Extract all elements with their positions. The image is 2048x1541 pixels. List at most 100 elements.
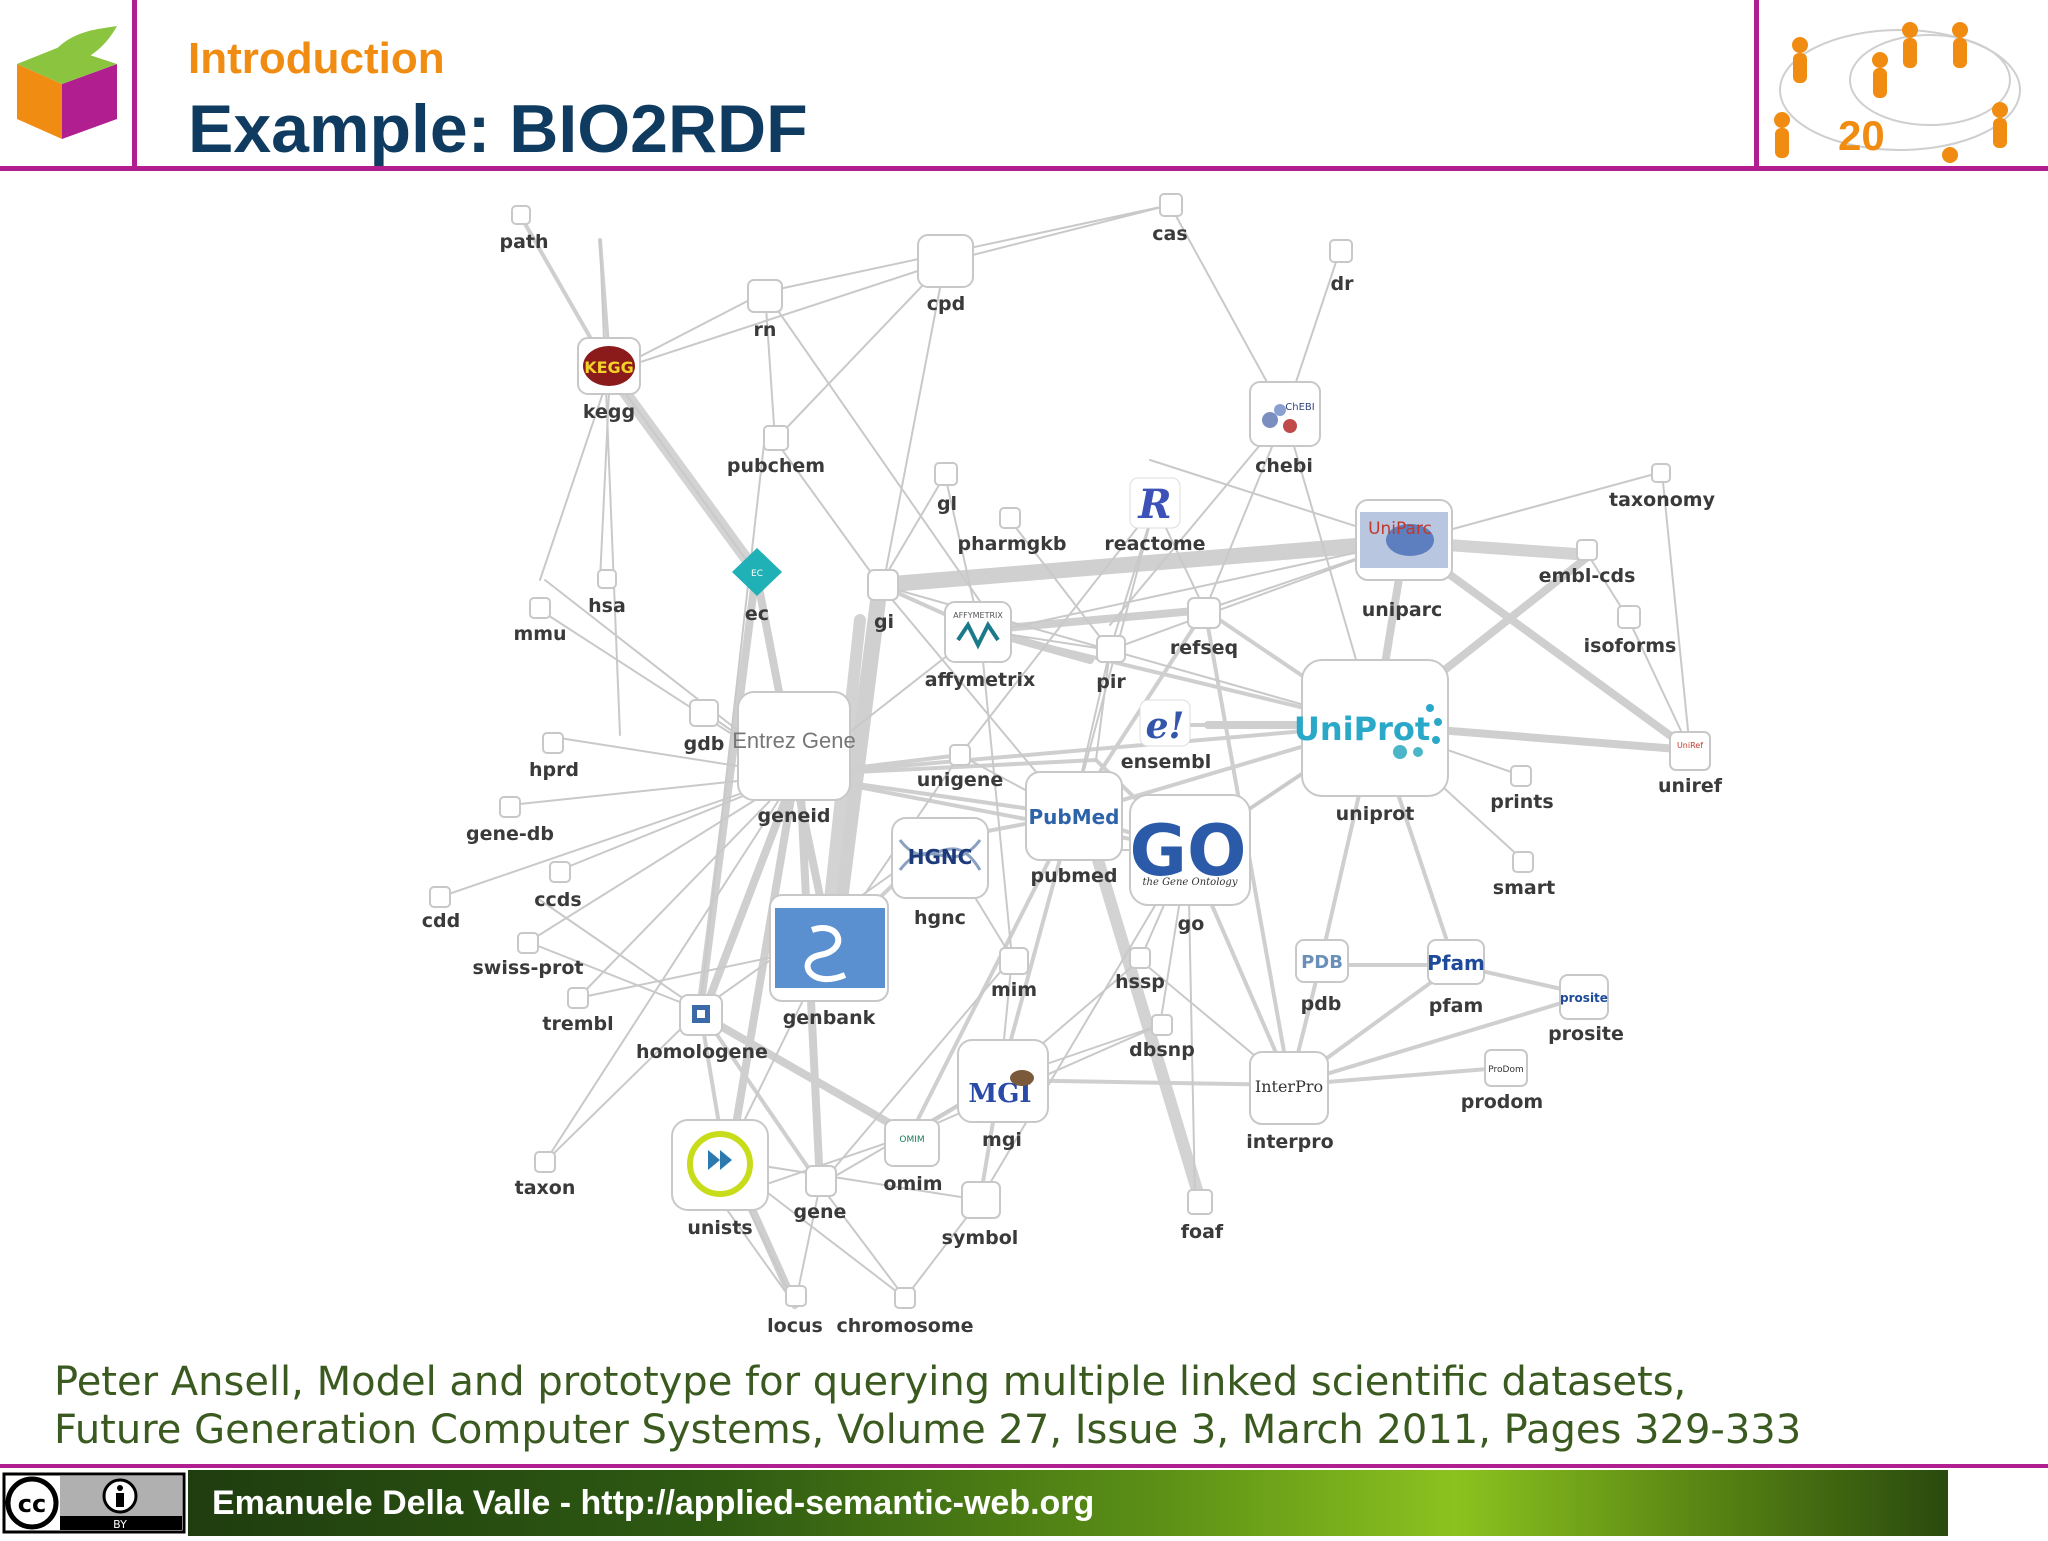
label-prints: prints <box>1490 791 1553 813</box>
prodom-icon: ProDom <box>1484 1049 1528 1087</box>
uniprot-icon: UniProt <box>1294 659 1449 797</box>
node-locus <box>785 1285 807 1307</box>
label-chebi: chebi <box>1255 455 1313 477</box>
svg-text:BY: BY <box>113 1518 127 1531</box>
node-pubchem <box>763 425 789 451</box>
node-embl-cds <box>1576 539 1598 561</box>
svg-text:R: R <box>1137 481 1171 528</box>
svg-text:OMIM: OMIM <box>899 1135 924 1145</box>
node-chromosome <box>894 1287 916 1309</box>
footer-bar <box>188 1470 1948 1536</box>
footer-text: Emanuele Della Valle - http://applied-se… <box>212 1484 1095 1522</box>
cc-by-badge[interactable]: cc BY <box>0 1470 191 1536</box>
svg-text:UniProt: UniProt <box>1294 710 1430 748</box>
slide-title: Example: BIO2RDF <box>188 91 808 167</box>
graph-labels: path cas dr cpd rn kegg pubchem chebi ta… <box>422 223 1723 1337</box>
node-gene-db <box>499 796 521 818</box>
citation-line-2: Future Generation Computer Systems, Volu… <box>54 1407 1802 1453</box>
label-locus: locus <box>767 1315 823 1337</box>
label-mgi: mgi <box>982 1129 1022 1151</box>
label-prosite: prosite <box>1548 1023 1624 1045</box>
label-gl: gl <box>937 493 957 515</box>
label-ccds: ccds <box>534 889 581 911</box>
node-pir <box>1096 635 1126 663</box>
svg-text:HGNC: HGNC <box>908 845 973 869</box>
node-hsa <box>597 569 617 589</box>
node-gdb <box>689 699 719 727</box>
label-pubmed: pubmed <box>1030 865 1117 887</box>
label-mmu: mmu <box>513 623 566 645</box>
label-smart: smart <box>1493 877 1555 899</box>
node-rn <box>747 279 783 313</box>
pubmed-icon: PubMed <box>1025 771 1123 861</box>
label-hgnc: hgnc <box>914 907 966 929</box>
node-taxon <box>534 1151 556 1173</box>
label-pubchem: pubchem <box>727 455 825 477</box>
label-reactome: reactome <box>1104 533 1205 555</box>
node-taxonomy <box>1651 463 1671 483</box>
svg-text:ProDom: ProDom <box>1488 1065 1523 1075</box>
label-ensembl: ensembl <box>1121 751 1212 773</box>
label-gene: gene <box>794 1201 847 1223</box>
node-symbol <box>961 1181 1001 1219</box>
label-uniprot: uniprot <box>1336 803 1415 825</box>
label-hssp: hssp <box>1115 971 1165 993</box>
label-pdb: pdb <box>1301 993 1342 1015</box>
header-divider-right <box>1754 0 1759 168</box>
svg-text:Pfam: Pfam <box>1427 951 1485 975</box>
svg-text:KEGG: KEGG <box>584 358 634 377</box>
label-dbsnp: dbsnp <box>1129 1039 1195 1061</box>
label-uniref: uniref <box>1658 775 1723 797</box>
citation: Peter Ansell, Model and prototype for qu… <box>54 1358 1801 1454</box>
label-taxon: taxon <box>515 1177 576 1199</box>
node-mim <box>999 947 1029 975</box>
svg-text:EC: EC <box>751 569 763 579</box>
label-affymetrix: affymetrix <box>925 669 1036 691</box>
label-symbol: symbol <box>942 1227 1019 1249</box>
svg-text:Entrez Gene: Entrez Gene <box>732 728 856 753</box>
node-refseq <box>1187 597 1221 629</box>
label-pfam: pfam <box>1429 995 1484 1017</box>
svg-text:prosite: prosite <box>1560 991 1608 1005</box>
node-prints <box>1510 765 1532 787</box>
prosite-icon: prosite <box>1559 974 1609 1020</box>
label-cdd: cdd <box>422 910 460 932</box>
ensembl-icon: e! <box>1139 699 1191 747</box>
node-pharmgkb <box>999 507 1021 529</box>
label-cas: cas <box>1152 223 1187 245</box>
label-embl-cds: embl-cds <box>1539 565 1636 587</box>
footer-rule <box>0 1464 2048 1468</box>
node-isoforms <box>1617 605 1641 629</box>
svg-text:PubMed: PubMed <box>1029 805 1120 829</box>
people-network-icon <box>1774 22 2021 163</box>
bio2rdf-graph: KEGG EC ChEBI R UniParc AFFYMETRIX Entre… <box>422 193 1723 1337</box>
label-interpro: interpro <box>1246 1131 1333 1153</box>
page-number: 20 <box>1838 112 1885 159</box>
label-chromosome: chromosome <box>836 1315 973 1337</box>
label-omim: omim <box>883 1173 942 1195</box>
node-cas <box>1159 193 1183 217</box>
node-ccds <box>549 861 571 883</box>
node-dr <box>1329 239 1353 263</box>
label-unists: unists <box>687 1217 752 1239</box>
node-swiss-prot <box>517 932 539 954</box>
homologene-icon <box>679 994 723 1036</box>
label-homologene: homologene <box>636 1041 768 1063</box>
entrez-gene-icon: Entrez Gene <box>732 691 856 801</box>
node-path <box>511 205 531 225</box>
label-gene-db: gene-db <box>466 823 554 845</box>
hgnc-icon: HGNC <box>891 817 989 899</box>
go-icon: GO the Gene Ontology <box>1129 794 1251 906</box>
svg-text:PDB: PDB <box>1301 952 1343 973</box>
mgi-icon: MGI <box>957 1039 1049 1123</box>
chebi-icon: ChEBI <box>1249 381 1321 447</box>
genbank-icon <box>769 894 889 1002</box>
header-rule <box>0 166 2048 171</box>
svg-text:e!: e! <box>1146 705 1185 747</box>
label-cpd: cpd <box>927 293 965 315</box>
label-mim: mim <box>991 979 1037 1001</box>
node-hssp <box>1129 947 1151 969</box>
node-mmu <box>529 597 551 619</box>
node-cdd <box>429 886 451 908</box>
label-gi: gi <box>874 611 894 633</box>
